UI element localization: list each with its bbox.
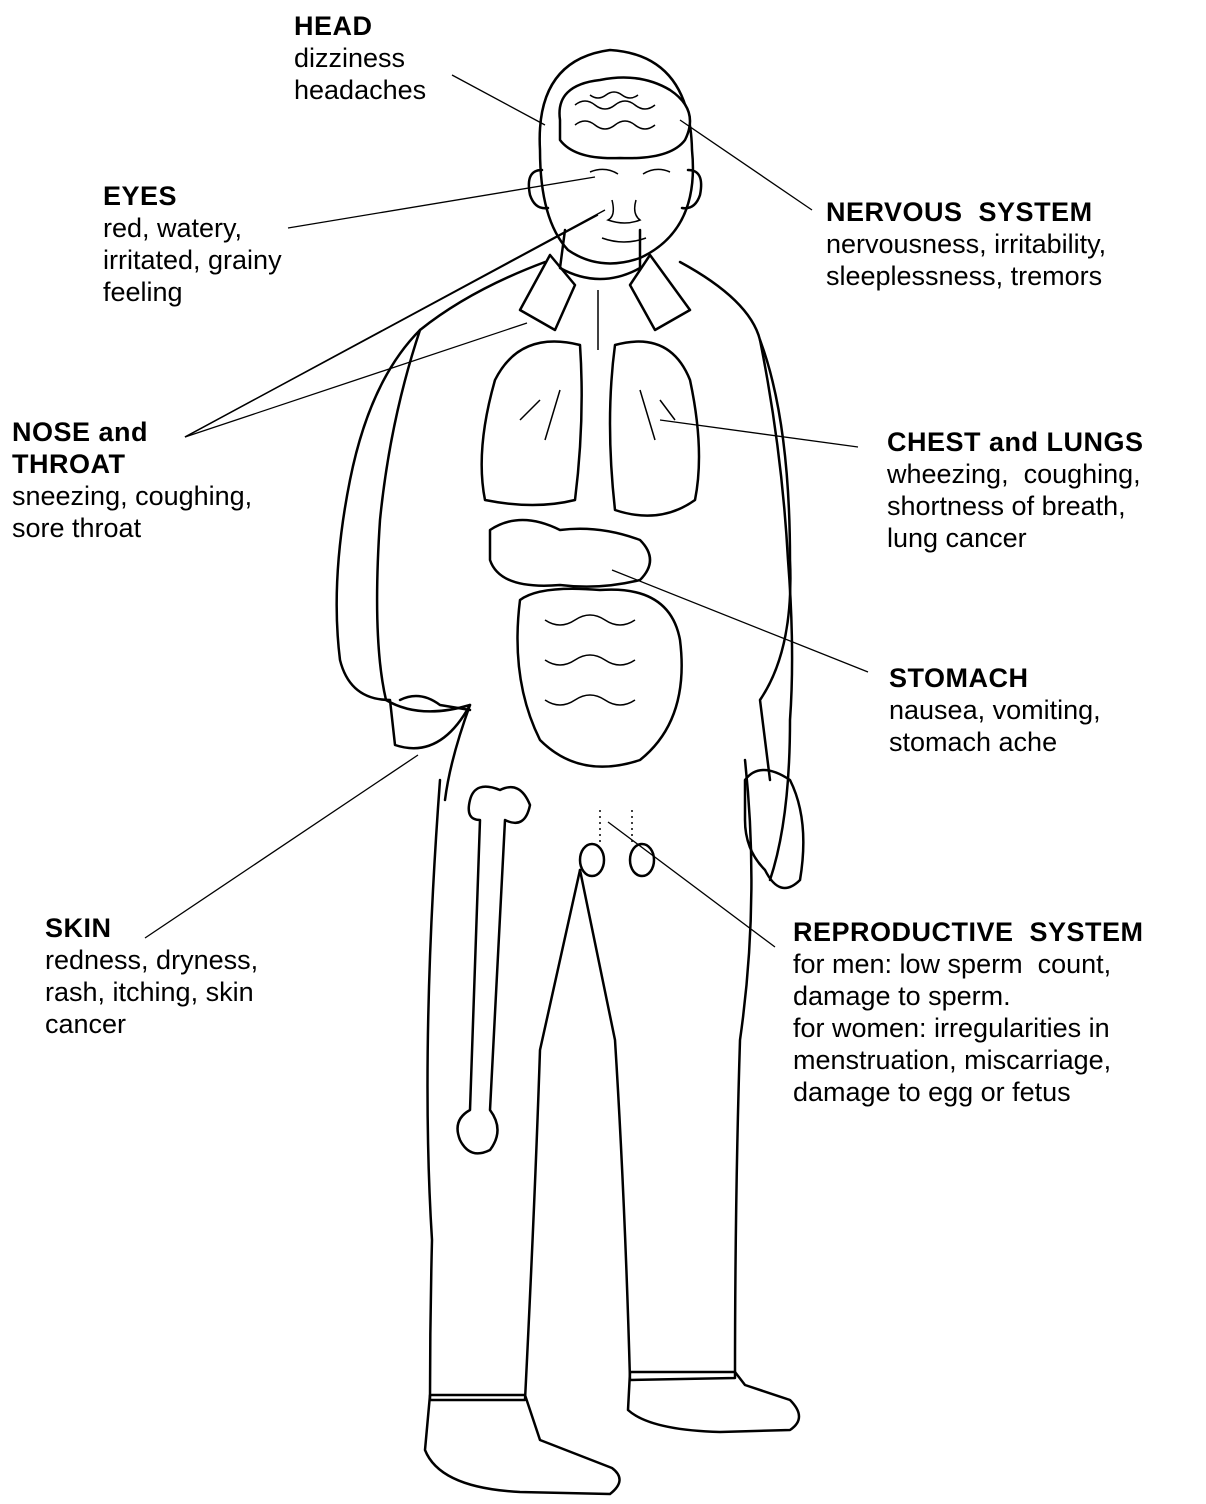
stomach-title: STOMACH xyxy=(889,662,1101,694)
skin-leader-line xyxy=(145,755,418,938)
head-label: HEAD dizziness headaches xyxy=(294,10,426,106)
eyes-description: red, watery, irritated, grainy feeling xyxy=(103,212,282,308)
eyes-leader-line xyxy=(288,177,595,228)
nervous-system-label: NERVOUS SYSTEM nervousness, irritability… xyxy=(826,196,1106,292)
skin-title: SKIN xyxy=(45,912,258,944)
chest-lungs-label: CHEST and LUNGS wheezing, coughing, shor… xyxy=(887,426,1144,554)
skin-description: redness, dryness, rash, itching, skin ca… xyxy=(45,944,258,1040)
nose-throat-label: NOSE and THROAT sneezing, coughing, sore… xyxy=(12,416,252,544)
face xyxy=(590,169,670,242)
chest-lungs-title: CHEST and LUNGS xyxy=(887,426,1144,458)
stomach-label: STOMACH nausea, vomiting, stomach ache xyxy=(889,662,1101,758)
chest-lungs-description: wheezing, coughing, shortness of breath,… xyxy=(887,458,1144,554)
head-description: dizziness headaches xyxy=(294,42,426,106)
head-title: HEAD xyxy=(294,10,426,42)
reproductive-system-description: for men: low sperm count, damage to sper… xyxy=(793,948,1144,1108)
eyes-label: EYES red, watery, irritated, grainy feel… xyxy=(103,180,282,308)
stomach-intestines-icon xyxy=(490,520,682,767)
stomach-description: nausea, vomiting, stomach ache xyxy=(889,694,1101,758)
leg-bone-icon xyxy=(458,787,530,1154)
nervous-system-description: nervousness, irritability, sleeplessness… xyxy=(826,228,1106,292)
reproductive-system-title: REPRODUCTIVE SYSTEM xyxy=(793,916,1144,948)
skin-label: SKIN redness, dryness, rash, itching, sk… xyxy=(45,912,258,1040)
brain-icon xyxy=(560,78,691,159)
head-leader-line xyxy=(452,75,545,125)
nervous-system-title: NERVOUS SYSTEM xyxy=(826,196,1106,228)
reproductive-organs-icon xyxy=(580,810,654,876)
nose-throat-title: NOSE and THROAT xyxy=(12,416,252,480)
eyes-title: EYES xyxy=(103,180,282,212)
nose-throat-description: sneezing, coughing, sore throat xyxy=(12,480,252,544)
reproductive-system-label: REPRODUCTIVE SYSTEM for men: low sperm c… xyxy=(793,916,1144,1108)
body-outline xyxy=(337,50,804,1494)
